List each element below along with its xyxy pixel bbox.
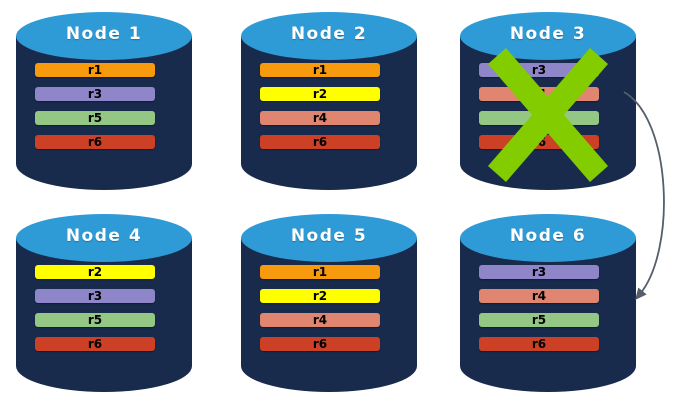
record-row[interactable]: r3 bbox=[35, 87, 155, 101]
record-label: r1 bbox=[312, 63, 328, 77]
record-row[interactable]: r3 bbox=[479, 63, 599, 77]
record-label: r4 bbox=[312, 313, 328, 327]
record-row[interactable]: r1 bbox=[260, 63, 380, 77]
node-5[interactable]: Node 5 r1 r2 r4 r6 bbox=[233, 212, 425, 392]
record-label: r3 bbox=[531, 265, 547, 279]
node-2[interactable]: Node 2 r1 r2 r4 r6 bbox=[233, 10, 425, 190]
record-label: r6 bbox=[87, 135, 103, 149]
record-label: r3 bbox=[531, 63, 547, 77]
record-label: r5 bbox=[531, 111, 547, 125]
record-label: r2 bbox=[312, 87, 328, 101]
record-label: r6 bbox=[531, 337, 547, 351]
record-row[interactable]: r2 bbox=[260, 87, 380, 101]
record-row[interactable]: r3 bbox=[35, 289, 155, 303]
record-row[interactable]: r6 bbox=[35, 337, 155, 351]
record-label: r5 bbox=[531, 313, 547, 327]
record-row[interactable]: r3 bbox=[479, 265, 599, 279]
record-label: r5 bbox=[87, 313, 103, 327]
record-label: r2 bbox=[312, 289, 328, 303]
record-list: r1 r2 r4 r6 bbox=[260, 63, 380, 159]
record-list: r1 r3 r5 r6 bbox=[35, 63, 155, 159]
record-row[interactable]: r6 bbox=[479, 337, 599, 351]
record-row[interactable]: r6 bbox=[35, 135, 155, 149]
node-1[interactable]: Node 1 r1 r3 r5 r6 bbox=[8, 10, 200, 190]
record-list: r3 r4 r5 r6 bbox=[479, 63, 599, 159]
record-label: r4 bbox=[531, 87, 547, 101]
record-label: r6 bbox=[531, 135, 547, 149]
record-row[interactable]: r2 bbox=[260, 289, 380, 303]
record-row[interactable]: r5 bbox=[479, 313, 599, 327]
record-row[interactable]: r6 bbox=[479, 135, 599, 149]
node-3[interactable]: Node 3 r3 r4 r5 r6 bbox=[452, 10, 644, 190]
record-label: r6 bbox=[312, 337, 328, 351]
record-label: r3 bbox=[87, 87, 103, 101]
record-list: r1 r2 r4 r6 bbox=[260, 265, 380, 361]
record-row[interactable]: r4 bbox=[260, 111, 380, 125]
record-label: r4 bbox=[531, 289, 547, 303]
record-label: r1 bbox=[312, 265, 328, 279]
record-row[interactable]: r4 bbox=[479, 87, 599, 101]
record-label: r6 bbox=[87, 337, 103, 351]
record-list: r2 r3 r5 r6 bbox=[35, 265, 155, 361]
record-row[interactable]: r6 bbox=[260, 337, 380, 351]
record-row[interactable]: r1 bbox=[35, 63, 155, 77]
record-row[interactable]: r4 bbox=[479, 289, 599, 303]
record-row[interactable]: r5 bbox=[35, 313, 155, 327]
record-label: r6 bbox=[312, 135, 328, 149]
record-label: r5 bbox=[87, 111, 103, 125]
record-row[interactable]: r4 bbox=[260, 313, 380, 327]
record-row[interactable]: r5 bbox=[479, 111, 599, 125]
record-label: r3 bbox=[87, 289, 103, 303]
record-label: r1 bbox=[87, 63, 103, 77]
node-4[interactable]: Node 4 r2 r3 r5 r6 bbox=[8, 212, 200, 392]
record-row[interactable]: r1 bbox=[260, 265, 380, 279]
record-label: r2 bbox=[87, 265, 103, 279]
record-row[interactable]: r6 bbox=[260, 135, 380, 149]
record-row[interactable]: r5 bbox=[35, 111, 155, 125]
record-list: r3 r4 r5 r6 bbox=[479, 265, 599, 361]
node-6[interactable]: Node 6 r3 r4 r5 r6 bbox=[452, 212, 644, 392]
record-row[interactable]: r2 bbox=[35, 265, 155, 279]
record-label: r4 bbox=[312, 111, 328, 125]
